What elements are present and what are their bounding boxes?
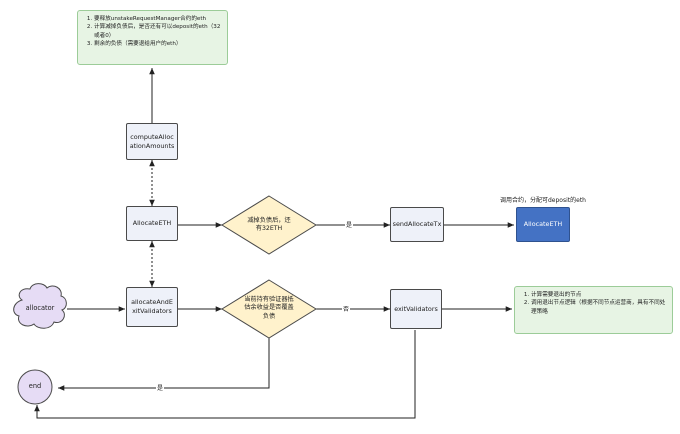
edge-label-yes-end: 是 bbox=[156, 383, 165, 392]
edge-label-yes-send: 是 bbox=[345, 220, 354, 229]
top-note-item: 要释放unstakeRequestManager合约的eth bbox=[94, 15, 221, 23]
exit-validators-label: exitValidators bbox=[394, 304, 438, 313]
decision-validators-shape bbox=[221, 279, 317, 339]
right-note-item: 计算需要退出的节点 bbox=[531, 291, 666, 299]
decision-32eth-shape bbox=[221, 195, 317, 255]
decision-validators-label: 当前持有验证器抵估余收益是否覆盖负债 bbox=[244, 296, 294, 320]
compute-allocation-node: computeAllocationAmounts bbox=[126, 123, 178, 160]
end-circle-shape bbox=[17, 369, 53, 405]
allocator-cloud-shape bbox=[13, 283, 67, 329]
allocate-eth-label: AllocateETH bbox=[132, 219, 172, 228]
allocate-eth-result-node: AllocateETH bbox=[516, 207, 570, 242]
send-allocate-tx-label: sendAllocateTx bbox=[392, 220, 442, 229]
allocate-eth-result-label: AllocateETH bbox=[523, 220, 563, 229]
send-allocate-tx-node: sendAllocateTx bbox=[390, 207, 444, 242]
allocate-eth-caption: 调用合约，分配可deposit的eth bbox=[500, 197, 586, 204]
edge-label-no-exit: 否 bbox=[342, 304, 351, 313]
allocate-and-exit-label: allocateAndExitValidators bbox=[131, 298, 173, 315]
end-label: end bbox=[28, 382, 42, 390]
compute-allocation-label: computeAllocationAmounts bbox=[129, 132, 175, 150]
allocator-label: allocator bbox=[25, 304, 55, 312]
allocate-eth-node: AllocateETH bbox=[126, 206, 178, 241]
decision-32eth-label: 减掉负债后，还有32ETH bbox=[247, 217, 291, 233]
top-note-item: 剩余的负债（需要退给用户的eth） bbox=[94, 40, 221, 48]
right-note: 计算需要退出的节点 调用退出节点逻辑（根据不同节点运营商，具有不同处理策略 bbox=[514, 286, 673, 334]
edge-decision2-to-end bbox=[58, 338, 270, 391]
top-note: 要释放unstakeRequestManager合约的eth 计算减掉负债后，是… bbox=[77, 10, 228, 65]
top-note-item: 计算减掉负债后，是否还有可以deposit的eth（32 或者0） bbox=[94, 23, 221, 40]
allocate-and-exit-node: allocateAndExitValidators bbox=[126, 287, 178, 327]
edge-exitvalidators-to-end bbox=[34, 330, 416, 419]
right-note-item: 调用退出节点逻辑（根据不同节点运营商，具有不同处理策略 bbox=[531, 299, 666, 316]
exit-validators-node: exitValidators bbox=[390, 289, 442, 329]
